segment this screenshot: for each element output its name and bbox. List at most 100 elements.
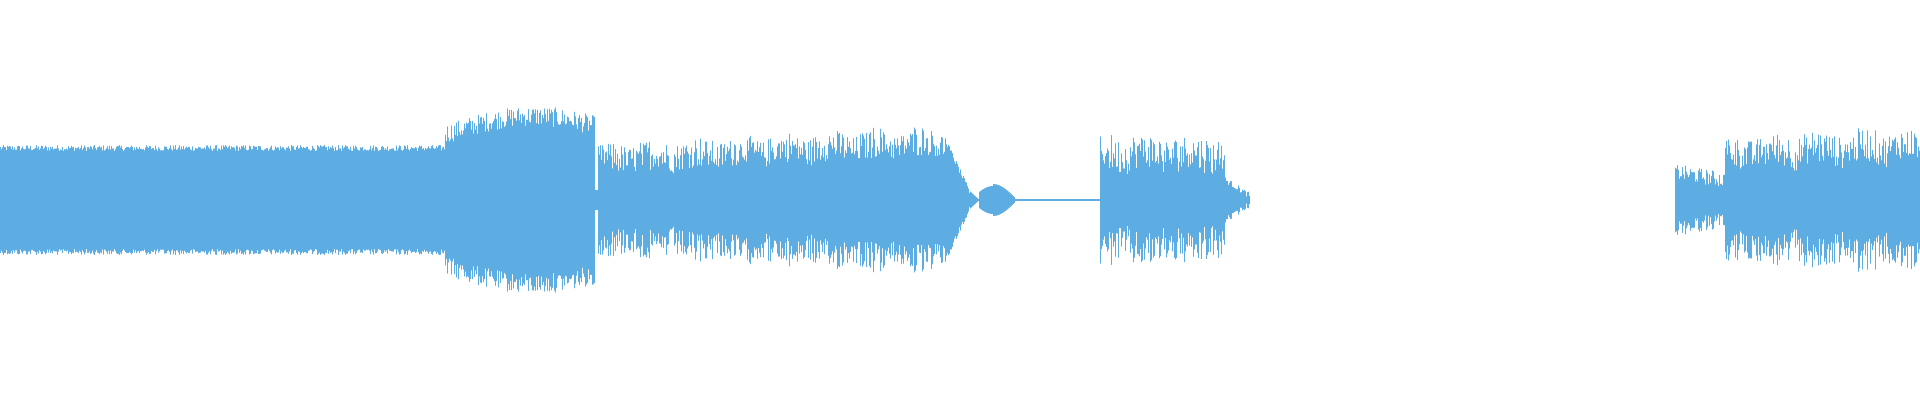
waveform-sample — [216, 145, 217, 255]
waveform-sample — [842, 134, 843, 266]
waveform-sample — [16, 149, 17, 251]
waveform-sample — [40, 148, 41, 252]
waveform-sample — [631, 158, 632, 242]
waveform-sample — [1131, 156, 1132, 244]
waveform-sample — [210, 145, 211, 255]
waveform-sample — [858, 158, 859, 242]
waveform-sample — [441, 150, 442, 250]
waveform-sample — [863, 135, 864, 265]
waveform-sample — [1864, 156, 1865, 244]
waveform-sample — [976, 197, 977, 203]
waveform-sample — [511, 109, 512, 291]
waveform-sample — [367, 149, 368, 251]
waveform-sample — [661, 152, 662, 248]
waveform-sample — [1107, 148, 1108, 252]
waveform-sample — [1746, 164, 1747, 236]
waveform-sample — [170, 145, 171, 255]
waveform-sample — [1176, 141, 1177, 259]
waveform-sample — [455, 134, 456, 266]
waveform-sample — [1771, 145, 1772, 255]
waveform-sample — [716, 164, 717, 236]
waveform-sample — [1735, 142, 1736, 258]
waveform-sample — [1084, 199, 1085, 201]
waveform-sample — [809, 160, 810, 240]
waveform-sample — [228, 146, 229, 254]
waveform-sample — [1681, 176, 1682, 224]
waveform-sample — [648, 147, 649, 253]
waveform-sample — [386, 149, 387, 251]
waveform-sample — [526, 119, 527, 281]
waveform-sample — [830, 141, 831, 259]
waveform-sample — [850, 148, 851, 252]
waveform-sample — [621, 146, 622, 254]
waveform-sample — [1036, 199, 1037, 201]
waveform-sample — [1143, 156, 1144, 244]
waveform-sample — [893, 158, 894, 242]
waveform-sample — [1842, 168, 1843, 232]
waveform-sample — [1891, 146, 1892, 254]
waveform-sample — [1145, 151, 1146, 249]
waveform-sample — [583, 126, 584, 274]
waveform-sample — [773, 152, 774, 248]
waveform-sample — [224, 146, 225, 254]
waveform-sample — [769, 163, 770, 237]
waveform-sample — [389, 149, 390, 251]
waveform-sample — [821, 155, 822, 245]
waveform-sample — [1698, 170, 1699, 230]
waveform-sample — [25, 148, 26, 252]
waveform-sample — [881, 137, 882, 263]
waveform-sample — [612, 168, 613, 232]
waveform-sample — [304, 147, 305, 253]
waveform-sample — [724, 144, 725, 256]
waveform-sample — [258, 146, 259, 254]
waveform-sample — [1789, 151, 1790, 249]
waveform-sample — [425, 147, 426, 253]
waveform-sample — [592, 115, 593, 285]
waveform-sample — [843, 137, 844, 263]
waveform-sample — [37, 148, 38, 252]
waveform-sample — [311, 150, 312, 250]
waveform-sample — [815, 137, 816, 263]
waveform-sample — [156, 148, 157, 252]
waveform-sample — [351, 150, 352, 250]
waveform-sample — [811, 165, 812, 235]
waveform-sample — [1232, 187, 1233, 213]
waveform-sample — [915, 129, 916, 271]
waveform-sample — [680, 155, 681, 245]
waveform-sample — [51, 148, 52, 252]
waveform-sample — [233, 147, 234, 253]
waveform-sample — [968, 188, 969, 212]
waveform-sample — [1212, 173, 1213, 227]
waveform-sample — [925, 148, 926, 252]
waveform-sample — [279, 150, 280, 250]
waveform-sample — [504, 126, 505, 274]
waveform-sample — [86, 150, 87, 250]
waveform-sample — [368, 150, 369, 250]
waveform-sample — [338, 145, 339, 255]
waveform-sample — [967, 186, 968, 214]
waveform-sample — [30, 146, 31, 254]
waveform-sample — [953, 157, 954, 243]
waveform-sample — [1875, 130, 1876, 270]
waveform-sample — [1816, 148, 1817, 252]
waveform-sample — [1917, 157, 1918, 243]
waveform-sample — [1829, 137, 1830, 263]
waveform-sample — [326, 146, 327, 254]
waveform-sample — [1096, 199, 1097, 201]
waveform-sample — [986, 187, 987, 213]
waveform-sample — [339, 148, 340, 252]
waveform-sample — [1779, 140, 1780, 260]
waveform-sample — [1031, 199, 1032, 201]
waveform-sample — [987, 187, 988, 213]
waveform-sample — [36, 145, 37, 255]
waveform-sample — [1861, 148, 1862, 252]
waveform-sample — [1029, 199, 1030, 201]
waveform-sample — [543, 117, 544, 283]
waveform-sample — [810, 140, 811, 260]
waveform-sample — [361, 147, 362, 253]
waveform-sample — [362, 147, 363, 253]
waveform-sample — [1819, 161, 1820, 239]
waveform-sample — [1156, 160, 1157, 240]
waveform-sample — [1153, 142, 1154, 258]
waveform-sample — [726, 153, 727, 247]
